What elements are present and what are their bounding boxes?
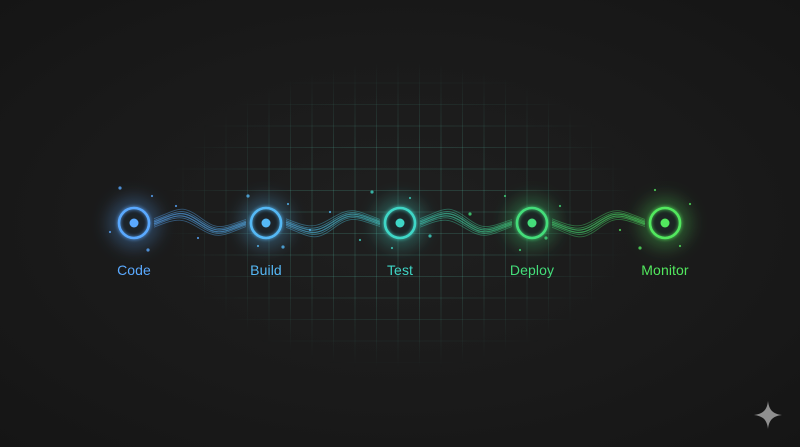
- glow-particle: [174, 204, 178, 208]
- glow-particle: [308, 228, 312, 232]
- node-ring: [383, 206, 417, 240]
- connector-strand: [419, 208, 513, 228]
- glow-particle: [688, 202, 692, 206]
- glow-particle: [408, 196, 412, 200]
- stage-node-test: [374, 197, 426, 249]
- glow-particle: [286, 202, 290, 206]
- glow-particle: [370, 190, 374, 194]
- connector-strand: [285, 213, 381, 231]
- glow-particle: [281, 245, 285, 249]
- glow-particle: [638, 246, 642, 250]
- connector-strand: [419, 219, 513, 236]
- glow-particle: [196, 236, 200, 240]
- connector-strand: [551, 212, 646, 229]
- glow-particle: [653, 188, 657, 192]
- node-ring: [249, 206, 283, 240]
- stage-label-code: Code: [117, 262, 151, 278]
- glow-particle: [468, 212, 472, 216]
- stage-label-deploy: Deploy: [509, 262, 555, 278]
- connector-strand: [551, 210, 646, 227]
- glow-particle: [118, 186, 122, 190]
- stage-node-deploy: [506, 197, 558, 249]
- stage-label-monitor: Monitor: [641, 262, 689, 278]
- node-dot: [527, 218, 537, 228]
- connector-strand: [153, 217, 247, 234]
- connector-strands: [153, 208, 646, 238]
- node-dot: [129, 218, 139, 228]
- connector-strand: [285, 217, 381, 235]
- connector-strand: [153, 215, 247, 233]
- connector-strand: [285, 215, 381, 234]
- stage-node-code: [108, 197, 160, 249]
- glow-particle: [503, 194, 507, 198]
- glow-particle: [678, 244, 682, 248]
- node-dot: [660, 218, 670, 228]
- glow-particle: [558, 204, 562, 208]
- connector-strand: [551, 217, 646, 235]
- glow-particle: [358, 238, 362, 242]
- connector-strand: [153, 208, 247, 228]
- glow-particle: [618, 228, 622, 232]
- connector-strand: [551, 213, 646, 231]
- stage-node-monitor: [639, 197, 691, 249]
- connector-strand: [419, 212, 513, 231]
- connector-strand: [551, 218, 646, 238]
- connector-strand: [285, 210, 381, 227]
- connector-strand: [153, 211, 247, 229]
- connector-strand: [551, 215, 646, 234]
- sparkle-icon: [754, 401, 782, 429]
- connector-strand: [419, 217, 513, 234]
- glow-particle: [146, 248, 150, 252]
- node-dot: [395, 218, 405, 228]
- stage-label-build: Build: [250, 262, 282, 278]
- node-ring: [117, 206, 151, 240]
- glow-particle: [518, 248, 522, 252]
- connector-strand: [419, 211, 513, 229]
- glow-particle: [150, 194, 154, 198]
- connector-strand: [285, 212, 381, 229]
- glow-particle: [246, 194, 250, 198]
- stage-label-test: Test: [386, 262, 414, 278]
- connector-strand: [153, 219, 247, 236]
- glow-particle: [428, 234, 432, 238]
- connector-strand: [419, 215, 513, 233]
- node-ring: [648, 206, 682, 240]
- stage-node-build: [240, 197, 292, 249]
- glow-particles: [108, 186, 692, 252]
- glow-particle: [328, 210, 332, 214]
- node-ring: [515, 206, 549, 240]
- connector-strand: [153, 212, 247, 231]
- connector-strand: [285, 218, 381, 238]
- node-dot: [261, 218, 271, 228]
